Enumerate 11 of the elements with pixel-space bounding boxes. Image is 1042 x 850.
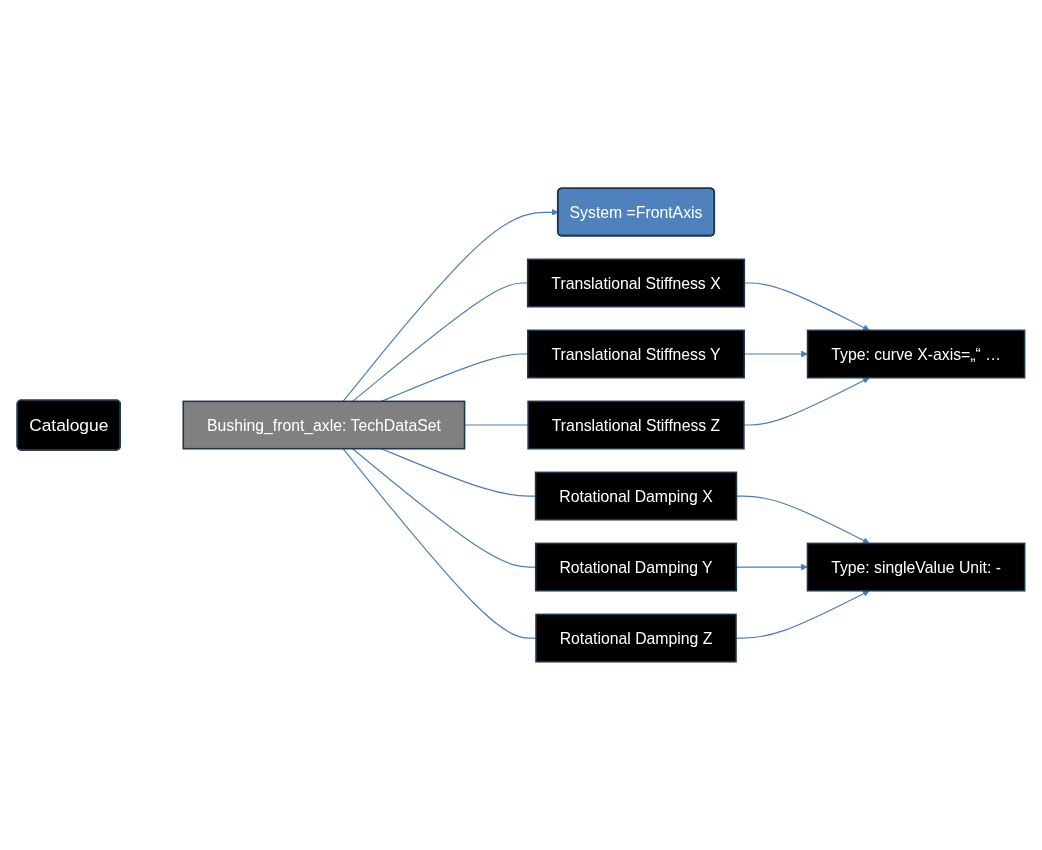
node-box: Type: curve X-axis=„“ …	[806, 329, 1026, 379]
node-box: Translational Stiffness Y	[527, 329, 745, 379]
node-box: Translational Stiffness Z	[527, 400, 745, 450]
node-box: Rotational Damping Y	[534, 542, 738, 592]
node-box: Translational Stiffness X	[526, 258, 746, 308]
node-box: Rotational Damping Z	[535, 613, 737, 663]
node-box: Rotational Damping X	[534, 471, 738, 521]
node-box: Bushing_front_axle: TechDataSet	[182, 400, 466, 450]
node-box: Type: singleValue Unit: -	[806, 542, 1026, 592]
connector	[342, 448, 537, 639]
arrow	[743, 377, 870, 426]
